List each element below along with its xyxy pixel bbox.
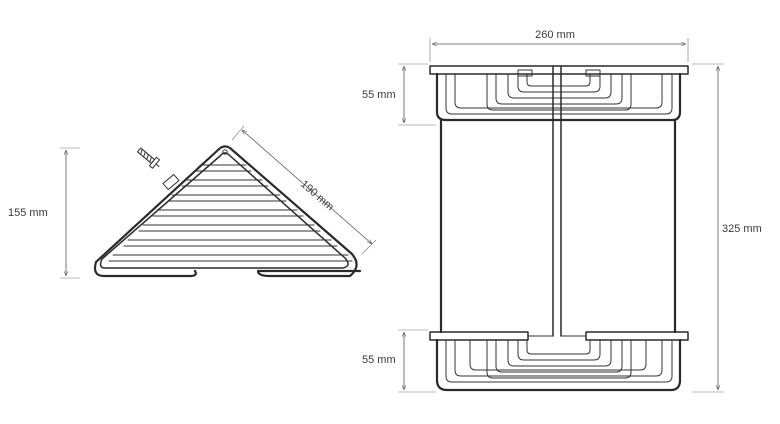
- dimension-190: 190 mm: [231, 125, 377, 255]
- label-55-top: 55 mm: [362, 89, 396, 101]
- label-190: 190 mm: [298, 178, 336, 213]
- dimension-55-top: 55 mm: [362, 63, 436, 126]
- label-260: 260 mm: [535, 29, 575, 41]
- label-155: 155 mm: [8, 207, 48, 219]
- label-325: 325 mm: [722, 223, 762, 235]
- screw-icon: [137, 147, 161, 169]
- dimension-155: 155 mm: [8, 147, 80, 279]
- front-view-basket: [429, 65, 689, 392]
- label-55-bottom: 55 mm: [362, 354, 396, 366]
- top-view-basket: [93, 145, 362, 278]
- dimension-260: 260 mm: [429, 29, 689, 62]
- dimension-325: 325 mm: [692, 63, 762, 393]
- dimension-55-bottom: 55 mm: [362, 329, 436, 393]
